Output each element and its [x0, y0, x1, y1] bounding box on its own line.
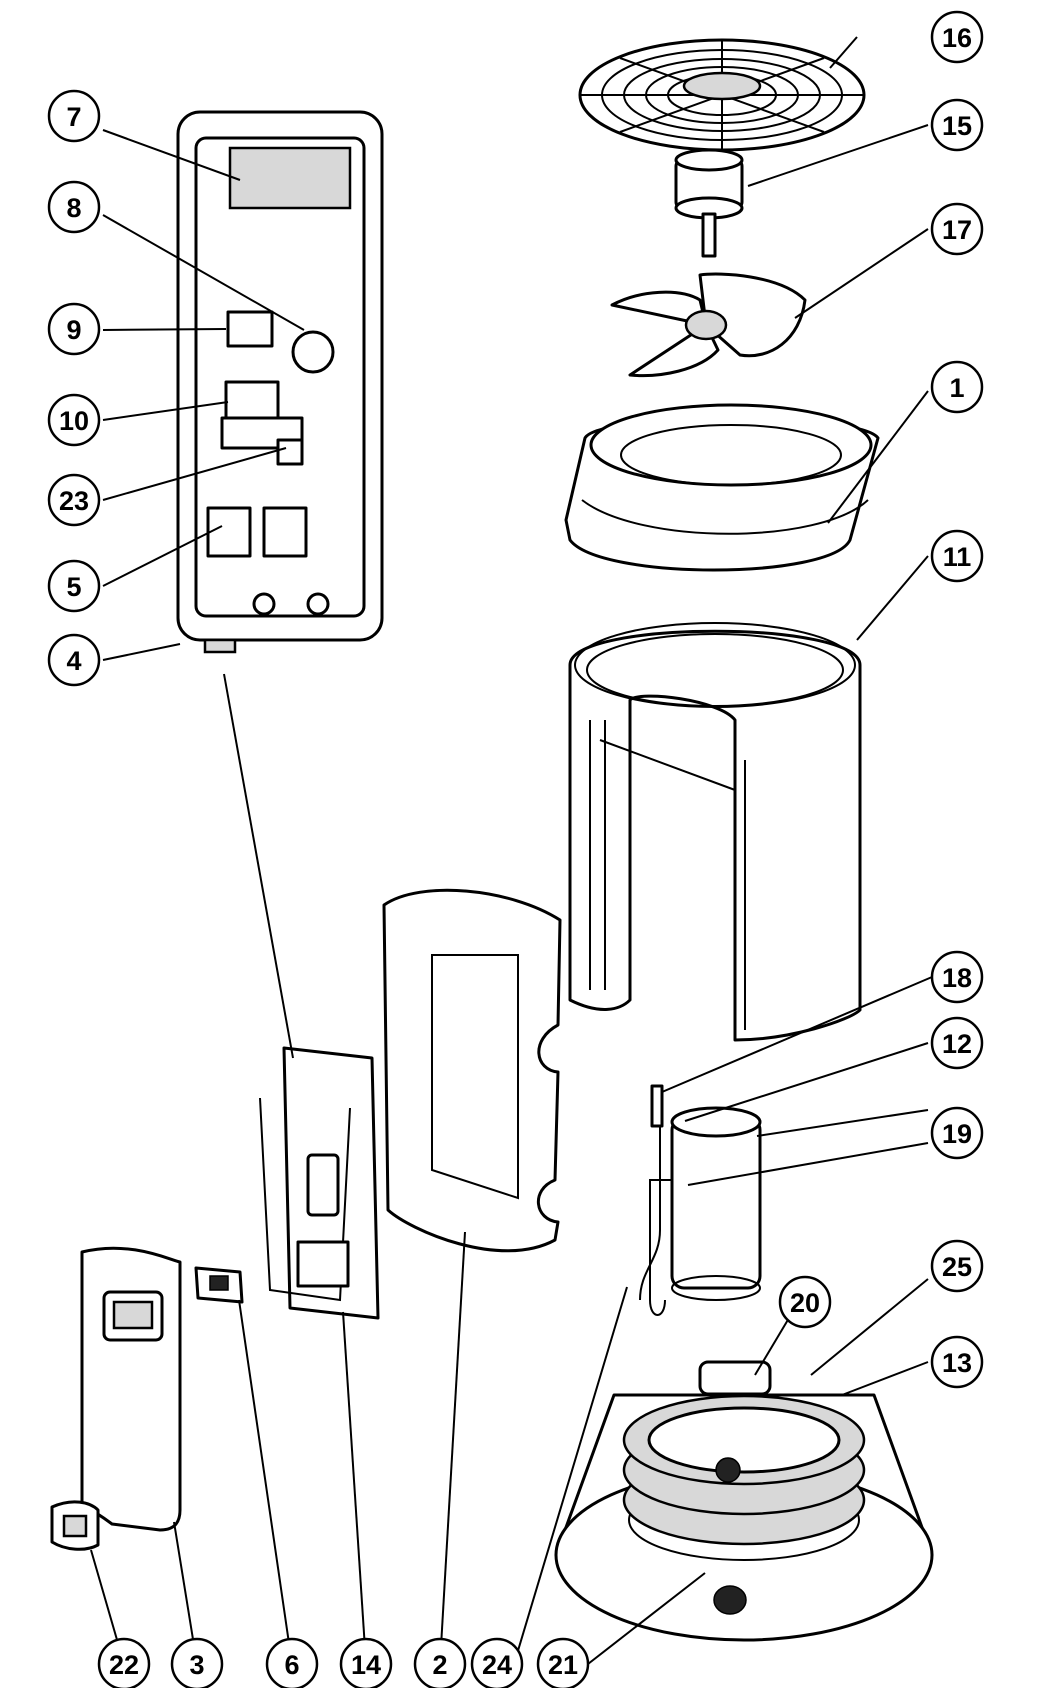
- display-board: [194, 1266, 244, 1304]
- callout-21: 21: [536, 1637, 590, 1688]
- callout-16: 16: [930, 10, 984, 64]
- fan-blade: [610, 272, 807, 378]
- callout-label: 9: [66, 315, 81, 345]
- callout-7: 7: [47, 89, 101, 143]
- callout-2: 2: [413, 1637, 467, 1688]
- callout-label: 3: [189, 1650, 204, 1680]
- callout-label: 15: [942, 111, 972, 141]
- callout-label: 16: [942, 23, 972, 53]
- callout-label: 20: [790, 1288, 820, 1318]
- compressor: [639, 1084, 762, 1316]
- callout-label: 21: [548, 1650, 578, 1680]
- callout-label: 11: [943, 542, 972, 572]
- access-door: [80, 1246, 182, 1532]
- callout-9: 9: [47, 302, 101, 356]
- callout-6: 6: [265, 1637, 319, 1688]
- callout-label: 6: [284, 1650, 299, 1680]
- callout-label: 18: [942, 963, 972, 993]
- callout-15: 15: [930, 98, 984, 152]
- callout-label: 25: [942, 1252, 972, 1282]
- callout-3: 3: [170, 1637, 224, 1688]
- callout-13: 13: [930, 1335, 984, 1389]
- fan-guard: [578, 38, 866, 152]
- fan-motor: [674, 148, 744, 258]
- callout-label: 1: [949, 373, 964, 403]
- callout-label: 4: [66, 646, 81, 676]
- callout-23: 23: [47, 473, 101, 527]
- callout-5: 5: [47, 559, 101, 613]
- callout-11: 11: [930, 529, 984, 583]
- callout-25: 25: [930, 1239, 984, 1293]
- bezel: [50, 1500, 100, 1551]
- base-condenser: [554, 1360, 934, 1642]
- callout-12: 12: [930, 1016, 984, 1070]
- callout-label: 7: [66, 102, 81, 132]
- callout-14: 14: [339, 1637, 393, 1688]
- callout-18: 18: [930, 950, 984, 1004]
- leader-lines: [90, 36, 929, 1665]
- callout-1: 1: [930, 360, 984, 414]
- callout-label: 5: [66, 572, 81, 602]
- front-panel: [382, 888, 562, 1253]
- callout-8: 8: [47, 180, 101, 234]
- callout-4: 4: [47, 633, 101, 687]
- callout-label: 22: [109, 1650, 139, 1680]
- callout-label: 14: [351, 1650, 381, 1680]
- top-cover: [564, 403, 880, 572]
- callout-label: 24: [482, 1650, 512, 1680]
- callout-24: 24: [470, 1637, 524, 1688]
- callout-22: 22: [97, 1637, 151, 1688]
- callout-19: 19: [930, 1106, 984, 1160]
- callout-label: 12: [942, 1029, 972, 1059]
- callout-label: 19: [942, 1119, 972, 1149]
- callout-label: 17: [942, 215, 972, 245]
- callout-10: 10: [47, 393, 101, 447]
- control-panel: [176, 110, 384, 654]
- callout-label: 23: [59, 486, 89, 516]
- callout-20: 20: [778, 1275, 832, 1329]
- cabinet-evaporator: [568, 622, 862, 1042]
- leader-18: [661, 976, 933, 1093]
- callout-label: 8: [66, 193, 81, 223]
- callout-label: 2: [432, 1650, 447, 1680]
- callout-label: 10: [59, 406, 89, 436]
- electrical-enclosure: [259, 1046, 380, 1320]
- callout-17: 17: [930, 202, 984, 256]
- callout-label: 13: [942, 1348, 972, 1378]
